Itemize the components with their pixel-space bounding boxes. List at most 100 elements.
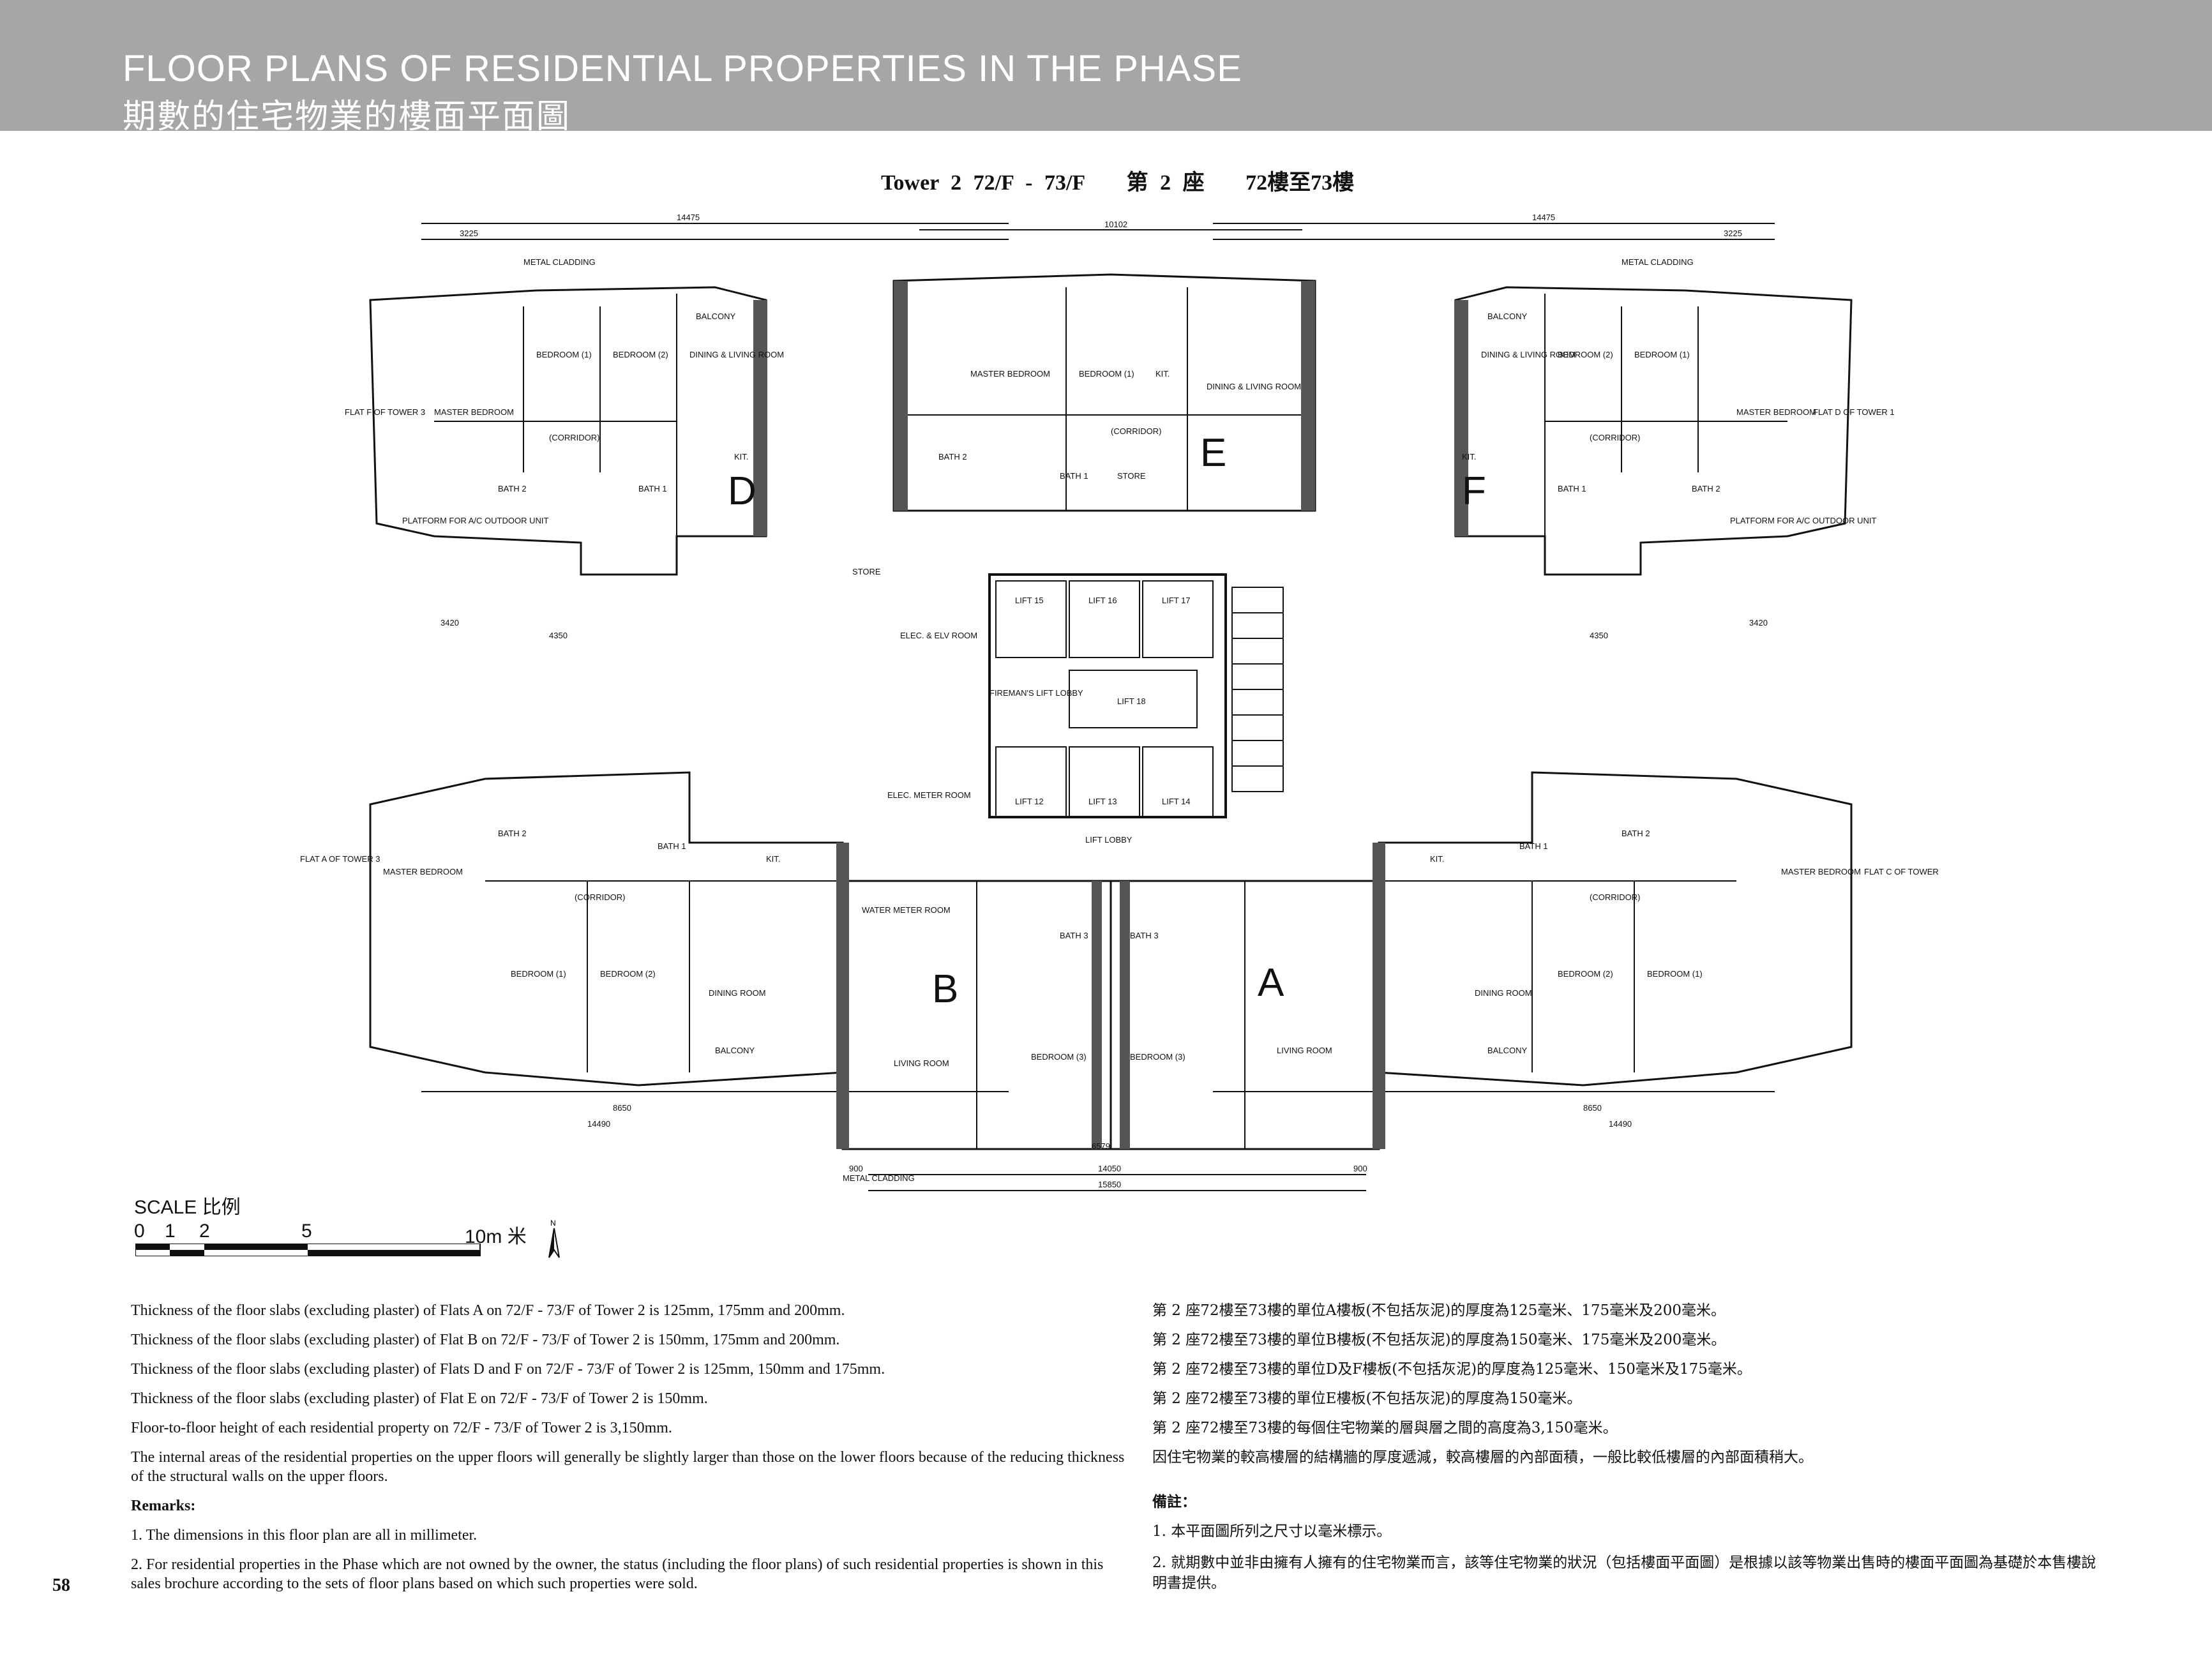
dim-14050: 14050 (1098, 1164, 1121, 1173)
label-dining-living-e: DINING & LIVING ROOM (1207, 382, 1301, 391)
label-corridor-a: (CORRIDOR) (1590, 892, 1640, 902)
remark-zh-2: 2. 就期數中並非由擁有人擁有的住宅物業而言，該等住宅物業的狀況（包括樓面平面圖… (1152, 1554, 2096, 1591)
label-bedroom-2-b: BEDROOM (2) (600, 969, 656, 979)
label-bedroom-2-a: BEDROOM (2) (1558, 969, 1613, 979)
label-bedroom-3-b: BEDROOM (3) (1031, 1052, 1087, 1062)
floor-plan-drawing: D E F B A LIFT 15 LIFT 16 LIFT 17 LIFT 1… (300, 213, 1946, 1191)
label-master-bedroom-f: MASTER BEDROOM (1736, 407, 1816, 417)
label-elec-meter-room: ELEC. METER ROOM (887, 790, 971, 800)
label-bedroom-1-a: BEDROOM (1) (1647, 969, 1703, 979)
label-balcony-f: BALCONY (1487, 312, 1527, 321)
dim-3420-left: 3420 (440, 618, 459, 628)
dim-6579: 6579 (1092, 1141, 1110, 1151)
scale-tick-2: 2 (199, 1221, 210, 1242)
label-bedroom-3-a: BEDROOM (3) (1130, 1052, 1185, 1062)
label-metal-cladding-top-left: METAL CLADDING (523, 257, 596, 267)
label-bedroom-1-e: BEDROOM (1) (1079, 369, 1134, 379)
label-dining-b: DINING ROOM (709, 988, 766, 998)
note-en-2: Thickness of the floor slabs (excluding … (131, 1332, 840, 1348)
dim-15850: 15850 (1098, 1180, 1121, 1189)
remark-zh-1: 1. 本平面圖所列之尺寸以毫米標示。 (1152, 1523, 1392, 1540)
dim-900-left: 900 (849, 1164, 863, 1173)
note-en-4: Thickness of the floor slabs (excluding … (131, 1390, 708, 1407)
dim-14475-right: 14475 (1532, 213, 1555, 222)
header-title-en: FLOOR PLANS OF RESIDENTIAL PROPERTIES IN… (123, 48, 1242, 89)
label-lift-lobby: LIFT LOBBY (1085, 835, 1132, 845)
label-lift-12: LIFT 12 (1015, 797, 1044, 806)
notes-zh: 第 2 座72樓至73樓的單位A樓板(不包括灰泥)的厚度為125毫米、175毫米… (1152, 1296, 2097, 1593)
flat-letter-e: E (1200, 431, 1226, 475)
label-balcony-b: BALCONY (715, 1046, 755, 1055)
dim-14490-right: 14490 (1609, 1119, 1632, 1129)
label-bath-2-f: BATH 2 (1692, 484, 1720, 493)
label-flat-a-tower-3: FLAT A OF TOWER 3 (300, 854, 380, 864)
label-store: STORE (852, 567, 881, 576)
label-balcony-d: BALCONY (696, 312, 735, 321)
scale-tick-0: 0 (134, 1221, 145, 1242)
label-balcony-a: BALCONY (1487, 1046, 1527, 1055)
label-kit-f: KIT. (1462, 452, 1476, 462)
note-en-5: Floor-to-floor height of each residentia… (131, 1420, 672, 1436)
note-en-1: Thickness of the floor slabs (excluding … (131, 1302, 845, 1319)
plan-title: Tower 2 72/F - 73/F 第 2 座 72樓至73樓 (881, 165, 1354, 196)
page-header: FLOOR PLANS OF RESIDENTIAL PROPERTIES IN… (0, 0, 2212, 136)
note-zh-3: 第 2 座72樓至73樓的單位D及F樓板(不包括灰泥)的厚度為125毫米、150… (1152, 1361, 1752, 1378)
label-lift-15: LIFT 15 (1015, 596, 1044, 605)
label-bath-1-a: BATH 1 (1519, 841, 1548, 851)
label-firemans-lobby: FIREMAN'S LIFT LOBBY (989, 688, 1083, 698)
floor-plan: D E F B A LIFT 15 LIFT 16 LIFT 17 LIFT 1… (281, 204, 1946, 1207)
label-master-bedroom-e: MASTER BEDROOM (970, 369, 1050, 379)
label-metal-cladding-top-right: METAL CLADDING (1621, 257, 1694, 267)
flat-letter-f: F (1462, 469, 1486, 513)
label-dining-living-f: DINING & LIVING ROOM (1481, 350, 1576, 359)
remark-en-1: 1. The dimensions in this floor plan are… (131, 1527, 478, 1544)
dim-8650-left: 8650 (613, 1103, 631, 1113)
label-lift-18: LIFT 18 (1117, 696, 1146, 706)
label-bath-3-b: BATH 3 (1060, 931, 1088, 940)
note-zh-2: 第 2 座72樓至73樓的單位B樓板(不包括灰泥)的厚度為150毫米、175毫米… (1152, 1332, 1726, 1348)
remarks-heading-en: Remarks: (131, 1498, 196, 1514)
header-title-zh: 期數的住宅物業的樓面平面圖 (123, 98, 571, 136)
label-master-bedroom-b: MASTER BEDROOM (383, 867, 463, 876)
dim-3225-left: 3225 (460, 229, 478, 238)
note-zh-6: 因住宅物業的較高樓層的結構牆的厚度遞減，較高樓層的內部面積，一般比較低樓層的內部… (1152, 1449, 1813, 1466)
north-arrow-icon: N (548, 1219, 560, 1258)
label-bath-1-b: BATH 1 (658, 841, 686, 851)
label-corridor-e: (CORRIDOR) (1111, 426, 1161, 436)
label-bath-2-b: BATH 2 (498, 829, 527, 838)
scale-bar (135, 1244, 481, 1256)
label-bedroom-1-f: BEDROOM (1) (1634, 350, 1690, 359)
label-store-e: STORE (1117, 471, 1146, 481)
dim-4350-upper-right: 4350 (1590, 631, 1608, 640)
label-living-b: LIVING ROOM (894, 1058, 949, 1068)
scale-label: SCALE 比例 (134, 1197, 241, 1218)
dim-3420-right: 3420 (1749, 618, 1768, 628)
scale-tick-1: 1 (165, 1221, 176, 1242)
label-bedroom-1-b: BEDROOM (1) (511, 969, 566, 979)
north-label: N (550, 1219, 556, 1228)
label-platform-ac-d: PLATFORM FOR A/C OUTDOOR UNIT (402, 516, 548, 525)
dim-3225-right: 3225 (1724, 229, 1742, 238)
label-flat-d-tower-1: FLAT D OF TOWER 1 (1813, 407, 1895, 417)
dim-10102: 10102 (1104, 220, 1127, 229)
dim-14490-left: 14490 (587, 1119, 610, 1129)
note-en-3: Thickness of the floor slabs (excluding … (131, 1361, 885, 1378)
label-living-a: LIVING ROOM (1277, 1046, 1332, 1055)
label-corridor-f: (CORRIDOR) (1590, 433, 1640, 442)
dim-8650-right: 8650 (1583, 1103, 1602, 1113)
flat-letter-b: B (932, 967, 958, 1011)
label-dining-living-d: DINING & LIVING ROOM (689, 350, 784, 359)
label-corridor-d: (CORRIDOR) (549, 433, 599, 442)
label-metal-cladding-bottom: METAL CLADDING (843, 1173, 915, 1183)
label-platform-ac-f: PLATFORM FOR A/C OUTDOOR UNIT (1730, 516, 1876, 525)
page-number: 58 (52, 1575, 70, 1595)
label-elec-elv-room: ELEC. & ELV ROOM (900, 631, 977, 640)
label-water-meter-room: WATER METER ROOM (862, 905, 951, 915)
label-bath-2-e: BATH 2 (938, 452, 967, 462)
label-master-bedroom-a: MASTER BEDROOM (1781, 867, 1861, 876)
label-kit-d: KIT. (734, 452, 748, 462)
label-bath-2-a: BATH 2 (1621, 829, 1650, 838)
label-lift-14: LIFT 14 (1162, 797, 1191, 806)
plan-title-en: Tower 2 72/F - 73/F (881, 171, 1086, 195)
remarks-heading-zh: 備註： (1152, 1493, 1196, 1510)
